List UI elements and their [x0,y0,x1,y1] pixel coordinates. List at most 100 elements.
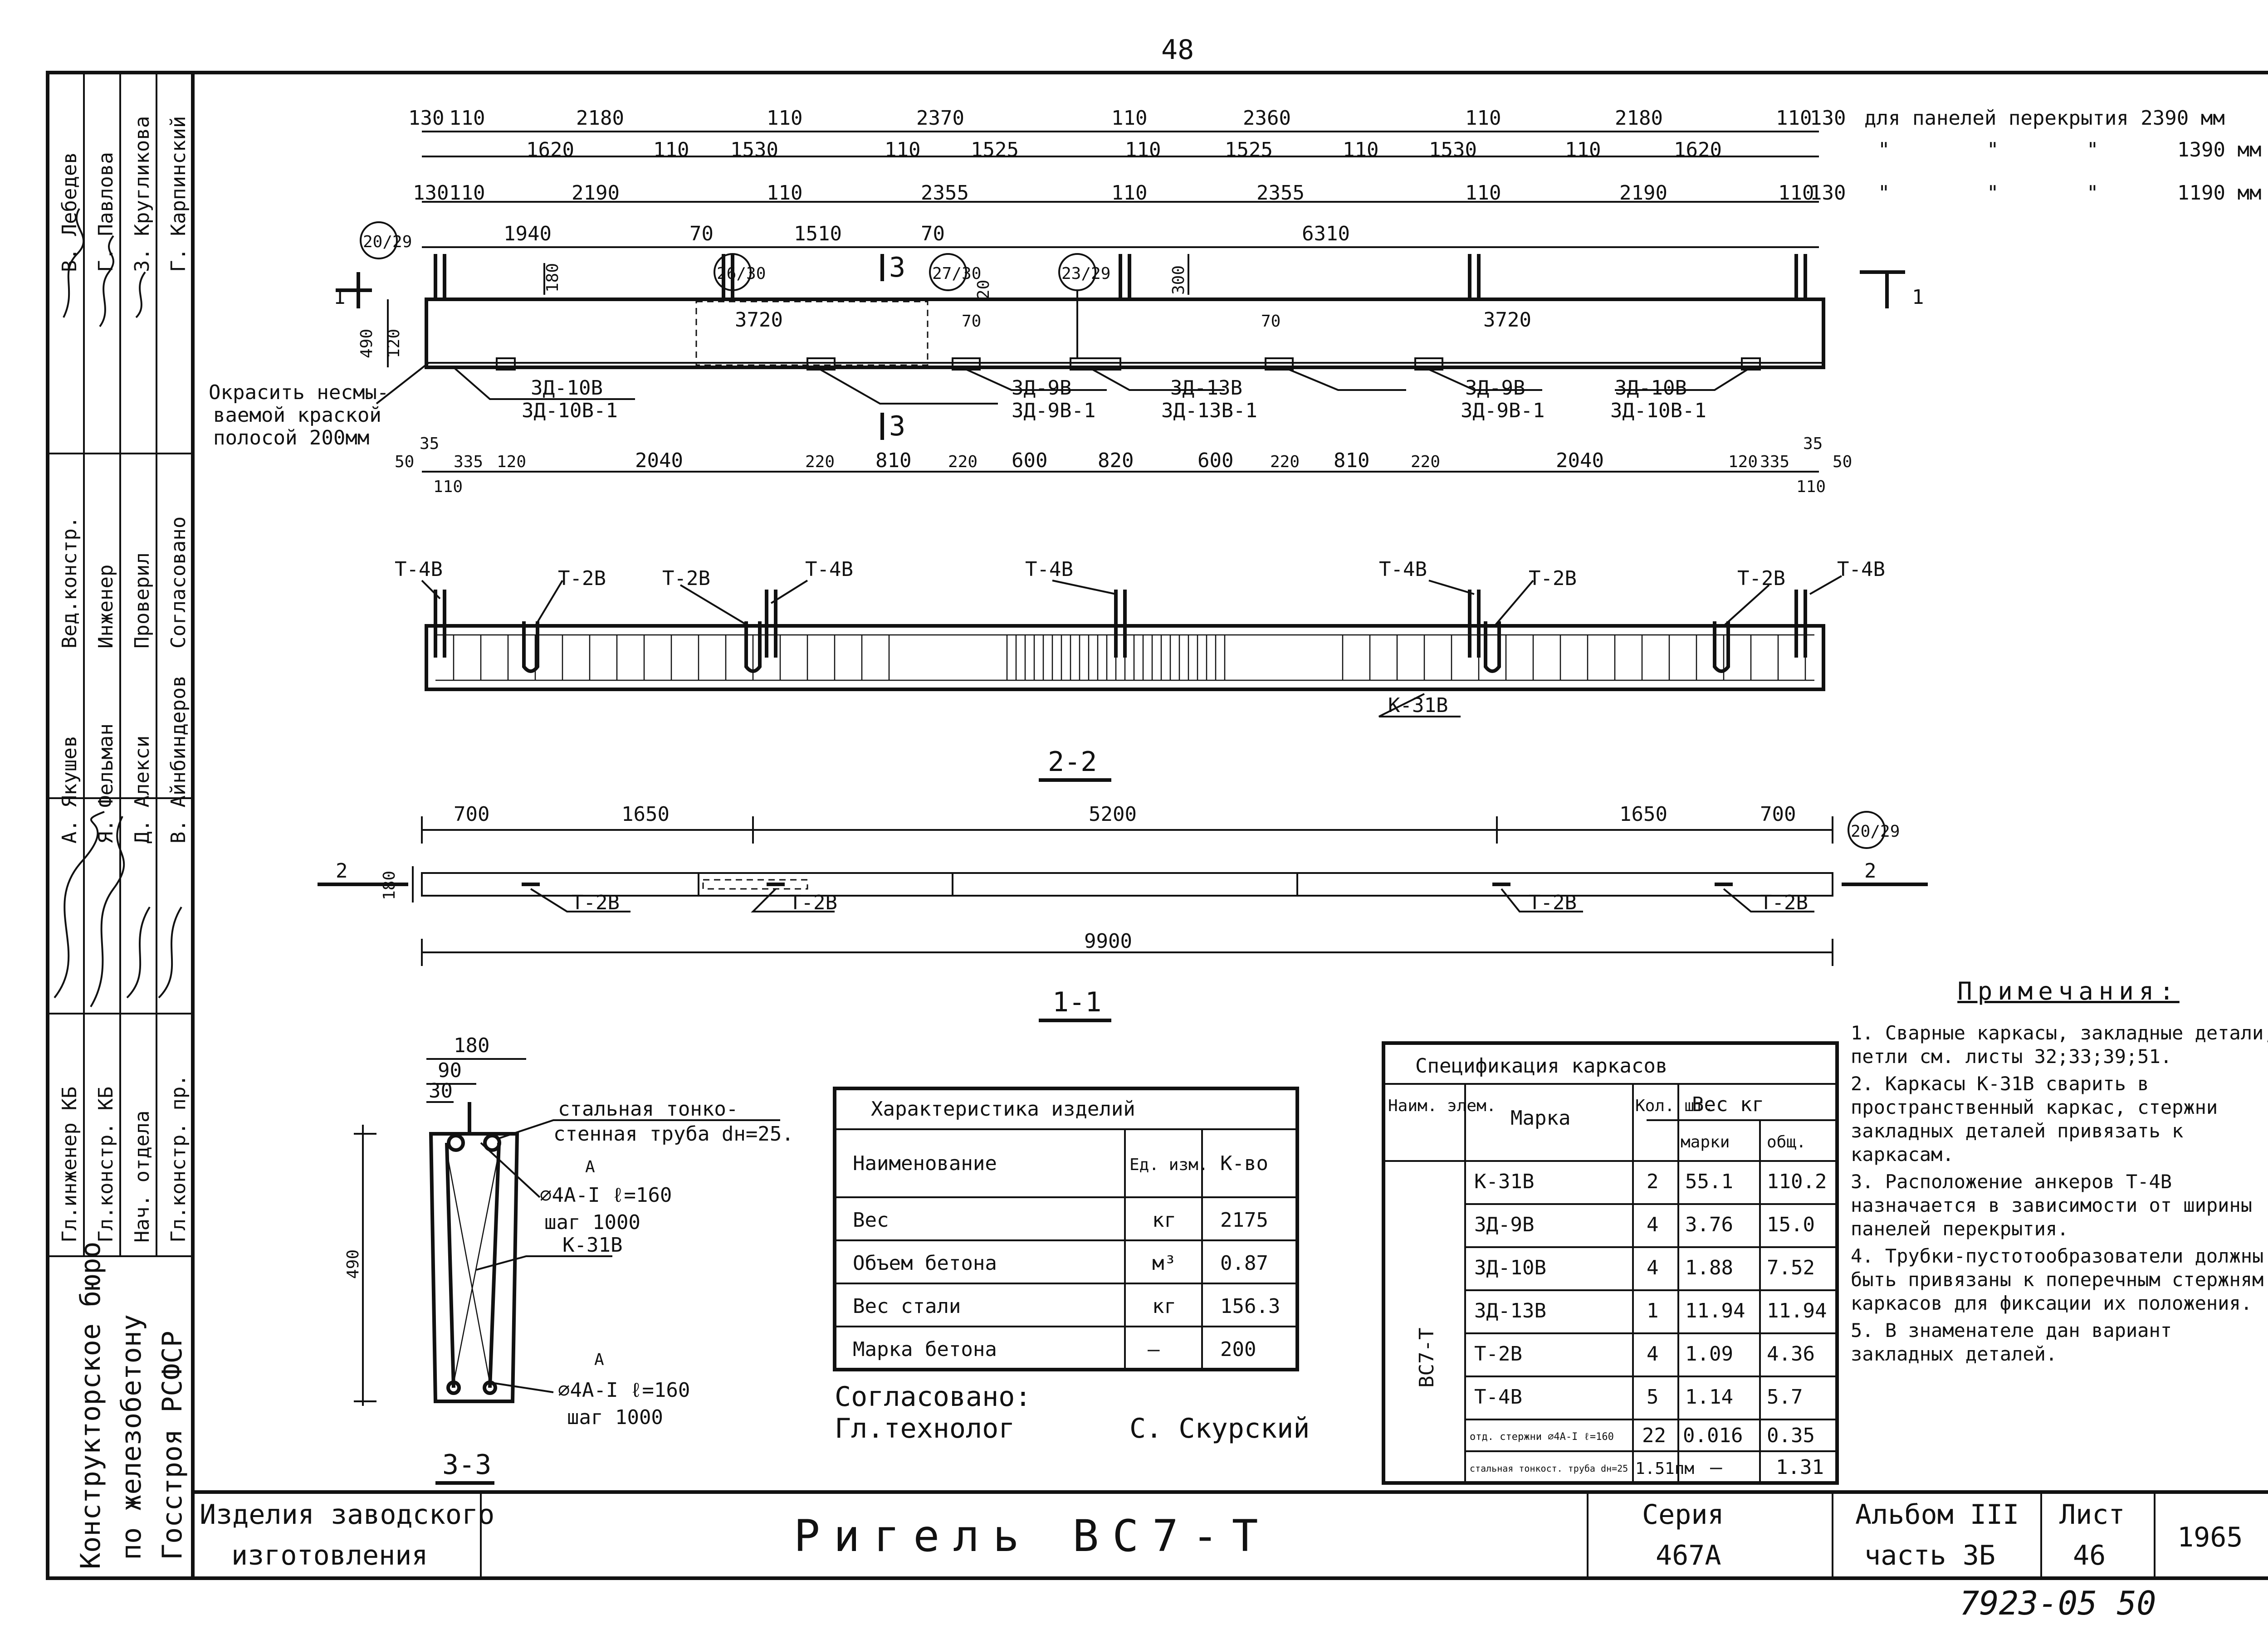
dim-r3-quote1: " [1878,181,1890,205]
dim-r5-12: 220 [1270,453,1300,471]
s11-dim-2: 5200 [1089,803,1137,826]
dim-r4-4: 6310 [1302,222,1350,245]
spec-r3-qty: 1 [1647,1299,1659,1322]
name-a-0: А. Якушев [58,736,81,844]
dim-r3-quote2: " [1987,181,1999,205]
spec-r5-mark: Т-4В [1474,1385,1522,1409]
role-b-1: Инженер [94,565,117,649]
s33-tube-1: стальная тонко- [558,1097,738,1121]
s33-rod-top-2: шаг 1000 [544,1211,640,1234]
spec-r0-each: 55.1 [1685,1170,1733,1193]
s11-t2b-1: Т-2В [789,891,837,914]
char-r3-qty: 200 [1220,1338,1256,1361]
dim-r5-1: 35 [420,434,439,453]
dim-r5-17: 335 [1760,453,1789,471]
characteristics-table [833,1087,1299,1371]
t-label-8: Т-4В [1837,558,1885,581]
t-label-2: Т-2В [662,567,710,590]
org-line-3: Госстроя РСФСР [156,1331,188,1560]
name-a-2: Д. Алекси [131,736,154,844]
char-h-unit: Ед. изм. [1129,1156,1208,1174]
dim-r2-1: 110 [653,138,689,161]
approval-label: Согласовано: [835,1381,1031,1413]
title-block [480,1492,2156,1578]
dim-120: 120 [385,329,403,358]
dim-r2-mm: 1390 мм [2177,138,2261,161]
spec-r2-qty: 4 [1647,1256,1659,1279]
spec-r4-qty: 4 [1647,1342,1659,1366]
dim-r2-9: 110 [1565,138,1601,161]
dim-r1-2: 2180 [576,107,624,130]
left-strip [48,73,193,1257]
spec-r1-each: 3.76 [1685,1213,1733,1236]
dim-r3-3: 110 [767,181,802,205]
dim-r5-2: 110 [433,478,463,496]
dim-r5-18: 35 [1803,434,1823,453]
dim-r3-1: 110 [449,181,485,205]
dim-r5-20: 50 [1833,453,1852,471]
spec-h-mark: Марка [1510,1107,1570,1130]
spec-r3-each: 11.94 [1685,1299,1745,1322]
section-3-3-title: 3-3 [442,1449,491,1481]
char-r1-unit: м³ [1152,1252,1176,1275]
s33-frame: К-31В [562,1234,622,1257]
t-label-5: Т-4В [1379,558,1427,581]
char-r0-unit: кг [1152,1209,1176,1232]
note-1: 1. Сварные каркасы, закладные детали, пе… [1851,1022,2268,1068]
frame-label-k31: К-31В [1388,694,1448,717]
dim-r2-2: 1530 [730,138,778,161]
tb-name: Ригель ВС7-Т [794,1511,1272,1561]
s33-dim-90: 90 [438,1059,462,1082]
spec-r0-qty: 2 [1647,1170,1659,1193]
dim-r5-7: 810 [875,449,911,472]
char-h-name: Наименование [853,1152,997,1175]
dim-r5-14: 220 [1411,453,1440,471]
callout-27-30: 27/30 [932,264,981,283]
zd-label-4-bottom: ЗД-9В-1 [1461,399,1545,422]
name-b-3: Г. Карпинский [167,116,190,272]
paint-note-2: ваемой краской [213,404,381,427]
dim-r1-6: 2360 [1243,107,1291,130]
dim-r3-6: 2355 [1256,181,1305,205]
beam-elevation [336,221,1905,440]
dim-490: 490 [357,329,376,358]
s11-dim-4: 700 [1760,803,1796,826]
notes-block: Примечания: 1. Сварные каркасы, закладны… [1851,979,2268,1370]
spec-h-qty: Кол. шт. [1635,1097,1714,1115]
zd-label-2-top: ЗД-9В [1012,376,1071,400]
spec-r2-mark: ЗД-10В [1474,1256,1546,1279]
dim-r2-0: 1620 [526,138,574,161]
dim-r2-5: 110 [1125,138,1161,161]
dim-r1-4: 2370 [916,107,964,130]
spec-r4-each: 1.09 [1685,1342,1733,1366]
role-a-0: Гл.инженер КБ [58,1087,81,1243]
char-h-qty: К-во [1220,1152,1268,1175]
section-2-2-title: 2-2 [1048,746,1097,778]
spec-h-elem: Наим. элем. [1388,1097,1496,1115]
spec-r7-mark: стальная тонкост. труба dн=25 [1470,1463,1628,1474]
s33-mark-top: А [585,1158,595,1176]
dim-3720-left: 3720 [735,308,783,332]
org-line-2: по железобетону [116,1314,147,1560]
role-a-3: Гл.констр. пр. [167,1074,190,1243]
t-label-1: Т-2В [558,567,606,590]
spec-r5-total: 5.7 [1767,1385,1803,1409]
dim-r3-9: 110 [1778,181,1814,205]
dim-r5-6: 220 [805,453,835,471]
char-r0-qty: 2175 [1220,1209,1268,1232]
dim-r3-2: 2190 [572,181,620,205]
t-label-0: Т-4В [395,558,443,581]
spec-h-weight: Вес кг [1692,1093,1764,1116]
name-b-1: Г. Павлова [94,152,117,272]
dim-r4-3: 70 [921,222,945,245]
dim-70-right: 70 [1261,312,1281,331]
spec-r3-total: 11.94 [1767,1299,1827,1322]
dim-r3-5: 110 [1111,181,1147,205]
spec-h-each: марки [1681,1133,1730,1151]
spec-r7-total: 1.31 [1776,1456,1824,1479]
tb-product-1: Изделия заводского [200,1499,494,1531]
dim-70-left: 70 [962,312,981,331]
spec-r1-qty: 4 [1647,1213,1659,1236]
char-r3-unit: — [1148,1338,1160,1361]
role-a-1: Гл.констр. КБ [94,1087,117,1243]
